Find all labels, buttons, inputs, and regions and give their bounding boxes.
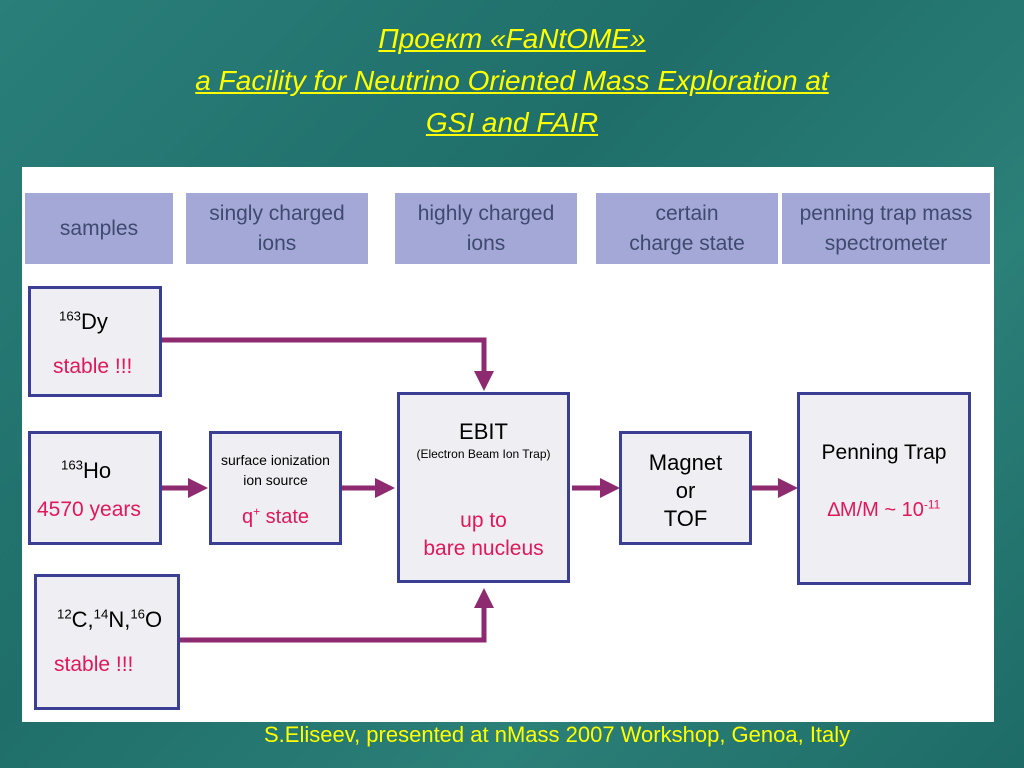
box-dy-163: 163Dy stable !!! [28, 286, 162, 397]
box-penning-trap: Penning Trap ∆M/M ~ 10-11 [797, 392, 971, 585]
penning-resolution: ∆M/M ~ 10-11 [827, 497, 941, 521]
arrowhead-magnet [778, 478, 798, 498]
arrowhead-ebit [600, 478, 620, 498]
footer-credit: S.Eliseev, presented at nMass 2007 Works… [264, 722, 851, 747]
cno-isotopes: 12C,14N,16O [57, 606, 163, 632]
header-samples: samples [25, 193, 173, 264]
box-magnet-tof: Magnet or TOF [619, 431, 752, 545]
ebit-full-name: (Electron Beam Ion Trap) [416, 447, 551, 461]
source-line-1: surface ionization [221, 452, 330, 468]
magnet-line-1: Magnet [648, 450, 723, 475]
header-singly-charged: singly charged ions [186, 193, 368, 264]
flow-arrows [160, 337, 798, 643]
header-highly-charged: highly charged ions [395, 193, 577, 264]
cno-note: stable !!! [54, 653, 134, 676]
ebit-line-2: bare nucleus [423, 537, 544, 560]
header-penning-spectrometer: penning trap mass spectrometer [782, 193, 990, 264]
arrowhead-ho [188, 478, 208, 498]
magnet-line-2: or [675, 478, 696, 503]
penning-name: Penning Trap [821, 441, 947, 464]
header-certain-charge-state: certain charge state [596, 193, 778, 264]
arrowhead-cno [474, 588, 494, 608]
ebit-name: EBIT [459, 419, 508, 444]
ho-note: 4570 years [37, 498, 141, 521]
ebit-line-1: up to [460, 509, 507, 532]
dy-isotope: 163Dy [59, 308, 108, 334]
source-line-2: ion source [243, 472, 308, 488]
box-ebit: EBIT (Electron Beam Ion Trap) up to bare… [397, 392, 570, 583]
arrow-cno-to-ebit [179, 607, 487, 643]
magnet-line-3: TOF [663, 506, 708, 531]
diagram-panel: samples singly charged ions highly charg… [22, 167, 994, 722]
arrow-dy-to-ebit [160, 337, 487, 372]
box-ho-163: 163Ho 4570 years [28, 431, 162, 545]
title-line-2: a Facility for Neutrino Oriented Mass Ex… [195, 65, 829, 96]
box-c-n-o: 12C,14N,16O stable !!! [34, 574, 180, 710]
arrowhead-dy [474, 371, 494, 391]
title-line-3: GSI and FAIR [425, 107, 599, 138]
box-ion-source: surface ionization ion source q+ state [209, 431, 342, 545]
arrowhead-source [375, 478, 395, 498]
ho-isotope: 163Ho [61, 457, 112, 483]
source-charge-state: q+ state [241, 504, 310, 528]
dy-note: stable !!! [53, 355, 133, 378]
title-line-1: Проект «FaNtOME» [378, 23, 646, 54]
